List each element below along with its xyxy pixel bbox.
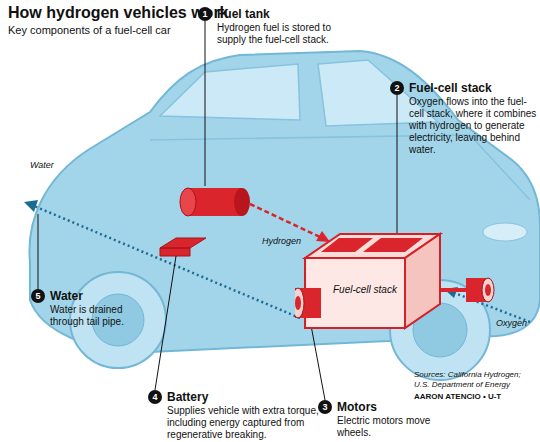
- callout-body: Supplies vehicle with extra torque, incl…: [167, 405, 338, 441]
- right-motor: [466, 278, 494, 302]
- callout: 2 Fuel-cell stackOxygen flows into the fu…: [390, 81, 538, 156]
- callout-body: Hydrogen fuel is stored to supply the fu…: [217, 22, 348, 46]
- hydrogen-arrow: [250, 204, 322, 238]
- leader-line: [38, 214, 39, 289]
- callout: 4 BatterySupplies vehicle with extra torq…: [148, 390, 338, 441]
- callout-heading: Fuel-cell stack: [409, 81, 538, 95]
- callout-number: 4: [148, 390, 162, 404]
- water-line: [34, 206, 300, 318]
- fuel-tank: [180, 188, 250, 216]
- callout-heading: Motors: [337, 400, 436, 414]
- fuel-cell-stack-box: Fuel-cell stack: [295, 228, 445, 333]
- callout-body: Water is drained through tail pipe.: [50, 304, 143, 328]
- car-side-window: [160, 64, 300, 120]
- flow-label: Hydrogen: [262, 236, 322, 246]
- callout-number: 2: [390, 81, 404, 95]
- hydrogen-arrow-head: [316, 231, 330, 242]
- callout: 3 MotorsElectric motors move wheels.: [318, 400, 436, 439]
- left-motor-hub: [295, 296, 301, 310]
- diagram-title: How hydrogen vehicles work: [8, 4, 229, 22]
- stack-cell: [363, 238, 423, 252]
- callout-heading: Battery: [167, 390, 338, 404]
- leader-line: [310, 320, 325, 400]
- water-arrow-head: [24, 200, 38, 212]
- source-note: Sources: California Hydrogen; U.S. Depar…: [414, 370, 536, 390]
- flow-label: Water: [30, 160, 90, 170]
- stack-outline: [295, 228, 445, 333]
- battery: [160, 238, 206, 256]
- stack-side-face: [405, 234, 440, 328]
- callout: 1 Fuel tankHydrogen fuel is stored to sup…: [198, 7, 348, 46]
- flow-label: Oxygen: [496, 318, 540, 328]
- stack-cell: [321, 238, 373, 252]
- callout-body: Oxygen flows into the fuel-cell stack, w…: [409, 96, 538, 156]
- motor-shaft: [440, 288, 466, 292]
- leader-line: [397, 95, 398, 236]
- diagram-subtitle: Key components of a fuel-cell car: [8, 24, 171, 36]
- callout-number: 1: [198, 7, 212, 21]
- callout: 5 WaterWater is drained through tail pipe…: [31, 289, 143, 328]
- leader-line: [205, 21, 206, 186]
- stack-label: Fuel-cell stack: [333, 284, 397, 295]
- car-headlight: [483, 223, 527, 241]
- callout-heading: Water: [50, 289, 143, 303]
- callout-number: 5: [31, 289, 45, 303]
- left-motor-end: [295, 288, 304, 318]
- callout-number: 3: [318, 400, 332, 414]
- callout-body: Electric motors move wheels.: [337, 415, 436, 439]
- credit-line: AARON ATENCIO • U-T: [414, 392, 538, 401]
- callout-heading: Fuel tank: [217, 7, 348, 21]
- leader-line: [155, 256, 176, 390]
